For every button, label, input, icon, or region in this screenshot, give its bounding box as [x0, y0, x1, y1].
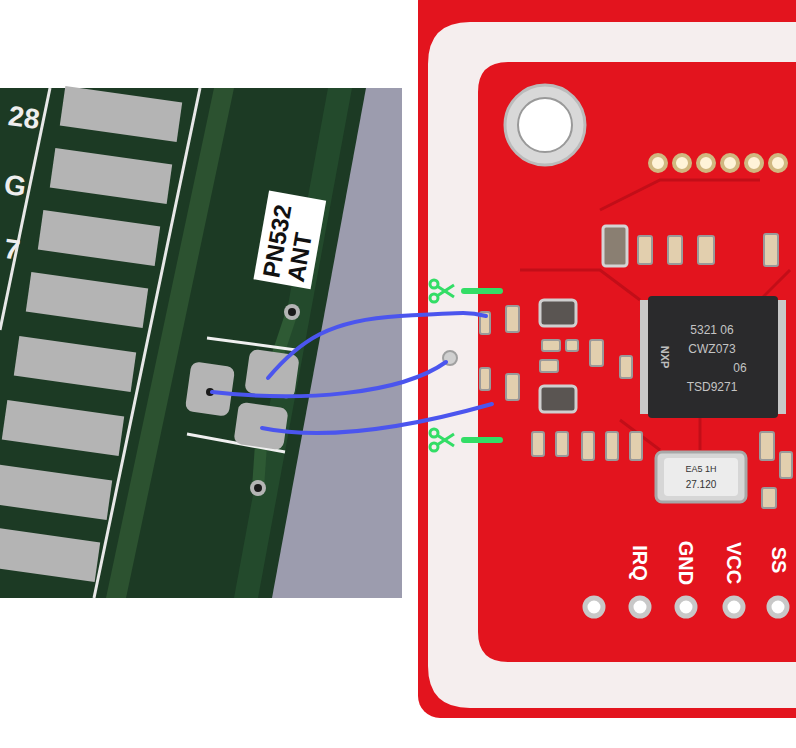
- antenna-pad: [233, 402, 288, 451]
- mounting-hole-center: [518, 98, 572, 152]
- crystal-top: [664, 458, 738, 496]
- header-hole: [650, 155, 666, 171]
- via: [250, 480, 266, 496]
- pn532-chip: [648, 296, 778, 418]
- pad: [0, 526, 100, 582]
- header-hole: [585, 598, 603, 616]
- pin-name: IRQ: [630, 545, 650, 581]
- edge-pads: [0, 86, 182, 582]
- background-grey: [0, 88, 402, 598]
- scissors-blade: [437, 285, 454, 296]
- passives: [480, 234, 792, 508]
- wire: [268, 313, 486, 378]
- via: [284, 304, 300, 320]
- capacitor: [760, 432, 774, 460]
- antenna-coil: [428, 22, 796, 708]
- trace: [600, 180, 760, 210]
- pad: [38, 210, 160, 266]
- mounting-hole: [505, 85, 585, 165]
- capacitor: [630, 432, 642, 460]
- pin-name: GND: [676, 541, 696, 585]
- silkscreen-line: [207, 338, 296, 350]
- capacitor: [603, 226, 627, 266]
- chip-marking: CWZ073: [688, 343, 735, 355]
- silkscreen-number: 28: [7, 102, 42, 134]
- pad: [50, 148, 172, 204]
- silkscreen-number: G: [2, 171, 27, 202]
- wire: [212, 362, 446, 396]
- capacitor: [540, 300, 576, 326]
- resistor: [542, 340, 560, 351]
- resistor: [532, 432, 544, 456]
- resistor: [764, 234, 778, 266]
- wires: [212, 313, 492, 433]
- pn532-module: [418, 0, 796, 718]
- via-hole: [254, 484, 262, 492]
- pad: [14, 336, 136, 392]
- capacitor: [506, 306, 519, 332]
- chip-logo: NXP: [659, 346, 670, 369]
- resistor: [566, 340, 578, 351]
- pin-name: SS: [769, 547, 789, 574]
- scissors-blade: [437, 434, 454, 445]
- cut-marks: [430, 280, 500, 451]
- chip-marking: TSD9271: [687, 381, 738, 393]
- resistor: [620, 356, 632, 378]
- resistor: [480, 368, 490, 390]
- chip-marking: 5321 06: [690, 324, 733, 336]
- header-hole: [674, 155, 690, 171]
- header-hole: [769, 598, 787, 616]
- pad: [26, 272, 148, 328]
- header-hole: [770, 155, 786, 171]
- scissors-symbol: [430, 429, 454, 451]
- header-hole: [698, 155, 714, 171]
- pcb-render: [0, 86, 402, 598]
- via-hole: [288, 308, 296, 316]
- resistor: [780, 452, 792, 478]
- scissors-blade: [437, 286, 454, 297]
- resistor: [698, 236, 714, 264]
- chip-marking: 06: [733, 362, 746, 374]
- pad: [0, 464, 112, 520]
- pcb-board: [0, 88, 366, 598]
- pad: [60, 86, 182, 142]
- header-hole: [746, 155, 762, 171]
- cut-dash: [464, 437, 500, 443]
- top-header: [650, 155, 786, 171]
- scissors-symbol: [430, 280, 454, 302]
- capacitor: [506, 374, 519, 400]
- cut-dash: [464, 288, 500, 294]
- trace: [520, 270, 640, 300]
- crystal-frequency: 27.120: [686, 480, 717, 490]
- antenna-pad: [185, 361, 236, 417]
- header-hole: [677, 598, 695, 616]
- capacitor: [540, 386, 576, 412]
- module-board: [418, 0, 796, 718]
- resistor: [762, 488, 776, 508]
- scissors-blade: [437, 435, 454, 446]
- resistor: [638, 236, 652, 264]
- capacitor: [590, 340, 603, 366]
- resistor: [668, 236, 682, 264]
- header-hole: [725, 598, 743, 616]
- capacitor: [606, 432, 618, 460]
- trace: [760, 270, 790, 300]
- pad: [2, 400, 124, 456]
- crystal-marking: EA5 1H: [685, 465, 716, 474]
- wire: [262, 404, 492, 433]
- traces: [520, 180, 790, 450]
- capacitor: [582, 432, 594, 460]
- header-hole: [631, 598, 649, 616]
- resistor: [540, 360, 558, 372]
- bottom-header: [585, 598, 787, 616]
- pin-name: VCC: [724, 542, 744, 584]
- header-hole: [722, 155, 738, 171]
- resistor: [556, 432, 568, 456]
- crystal: [656, 452, 746, 502]
